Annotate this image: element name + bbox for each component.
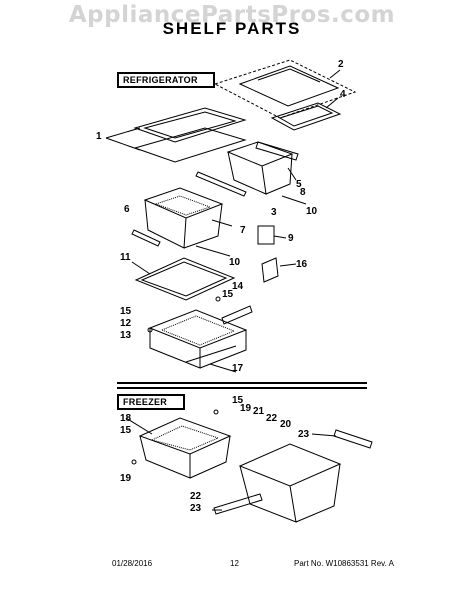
- callout-17: 17: [232, 363, 244, 374]
- part-15-screw: [213, 409, 219, 415]
- callout-2: 2: [338, 59, 344, 70]
- part-17-rail: [185, 345, 237, 363]
- callout-f19b: 19: [120, 473, 132, 484]
- part-11-glass-inner: [140, 261, 228, 297]
- callout-7: 7: [240, 225, 246, 236]
- part-1-shelf-lower: [133, 127, 247, 163]
- part-11-glass-cover: [134, 257, 236, 301]
- callout-6: 6: [124, 204, 130, 215]
- leader-16: [279, 263, 297, 267]
- leader-5: [287, 167, 297, 181]
- part-18-basket-grid: [150, 425, 220, 451]
- part-20-bin-side: [295, 463, 341, 523]
- part-8-bin-side: [265, 153, 293, 195]
- callout-11: 11: [120, 252, 131, 263]
- callout-f15: 15: [232, 395, 244, 406]
- part-1-shelf-upper: [133, 107, 247, 143]
- part-23-rail-upper: [333, 429, 373, 449]
- part-7-pan-texture: [154, 195, 212, 216]
- leader-17: [209, 363, 237, 373]
- leader-4: [325, 97, 339, 109]
- freezer-section-label: FREEZER: [117, 394, 185, 410]
- part-15-screw: [147, 327, 153, 333]
- callout-12: 12: [120, 318, 132, 329]
- callout-f19a: 19: [240, 403, 252, 414]
- part-10-slide-upper: [281, 195, 307, 205]
- callout-13: 13: [120, 330, 132, 341]
- callout-10a: 10: [306, 206, 318, 217]
- part-13-drawer-grid: [160, 315, 236, 346]
- callout-9: 9: [288, 233, 294, 244]
- part-13-drawer-front: [149, 328, 201, 369]
- leader-23a: [311, 433, 337, 437]
- leader-9: [273, 235, 287, 239]
- leader-7: [211, 219, 233, 227]
- leader-2: [329, 69, 341, 79]
- callout-4: 4: [340, 89, 346, 100]
- callout-f23a: 23: [298, 429, 310, 440]
- part-14-rail: [221, 305, 253, 325]
- part-1-shelf-upper-glass: [143, 111, 237, 139]
- leader-11: [131, 261, 151, 275]
- section-divider: [117, 382, 367, 384]
- callout-f22b: 22: [190, 491, 202, 502]
- callout-16: 16: [296, 259, 308, 270]
- section-divider: [117, 387, 367, 389]
- page-title: SHELF PARTS: [162, 19, 302, 38]
- part-15-screw: [215, 296, 221, 302]
- callout-1: 1: [96, 131, 102, 142]
- part-2-shelf: [238, 65, 340, 107]
- refrigerator-section-label: REFRIGERATOR: [117, 72, 215, 88]
- part-18-basket-front: [139, 435, 191, 479]
- callout-f21: 21: [253, 406, 265, 417]
- part-18-basket-side: [189, 435, 231, 479]
- callout-f15b: 15: [120, 425, 132, 436]
- footer-part-no: Part No. W10863531 Rev. A: [294, 559, 394, 568]
- part-6-rail: [131, 229, 161, 247]
- part-7-pan-front: [144, 199, 187, 249]
- part-7-pan-top: [143, 187, 224, 219]
- part-20-bin-top: [238, 443, 342, 487]
- leader-1: [105, 127, 141, 151]
- part-23-rail-lower: [213, 493, 263, 515]
- footer-date: 01/28/2016: [112, 559, 153, 568]
- part-4-shelf: [270, 102, 342, 131]
- callout-8: 8: [300, 187, 306, 198]
- part-5-rail: [255, 141, 299, 161]
- callout-5: 5: [296, 179, 302, 190]
- callout-f23b: 23: [190, 503, 202, 514]
- part-3-rail: [195, 171, 247, 197]
- part-20-bin-front: [239, 465, 297, 523]
- shelf-outline-dashed: [213, 59, 357, 119]
- callout-15b: 15: [120, 306, 132, 317]
- part-8-bin-front: [227, 151, 267, 195]
- callout-f20: 20: [280, 419, 292, 430]
- callout-f18: 18: [120, 413, 132, 424]
- callout-10b: 10: [229, 257, 241, 268]
- part-15-screw: [131, 459, 137, 465]
- footer-page: 12: [230, 559, 239, 568]
- part-9-control: [257, 225, 275, 245]
- callout-15a: 15: [222, 289, 234, 300]
- part-7-pan-side: [183, 203, 223, 249]
- callout-3: 3: [271, 207, 277, 218]
- part-8-bin-top: [226, 141, 294, 167]
- part-10-slide-lower: [195, 245, 231, 257]
- callout-f22a: 22: [266, 413, 278, 424]
- callout-14: 14: [232, 281, 244, 292]
- part-13-drawer-side: [199, 330, 247, 369]
- part-4-shelf-inner: [278, 105, 334, 127]
- leader-18: [125, 417, 153, 435]
- watermark: AppliancePartsPros.com: [68, 2, 396, 28]
- part-2-shelf-glass: [257, 68, 321, 83]
- part-16-damper: [261, 257, 279, 283]
